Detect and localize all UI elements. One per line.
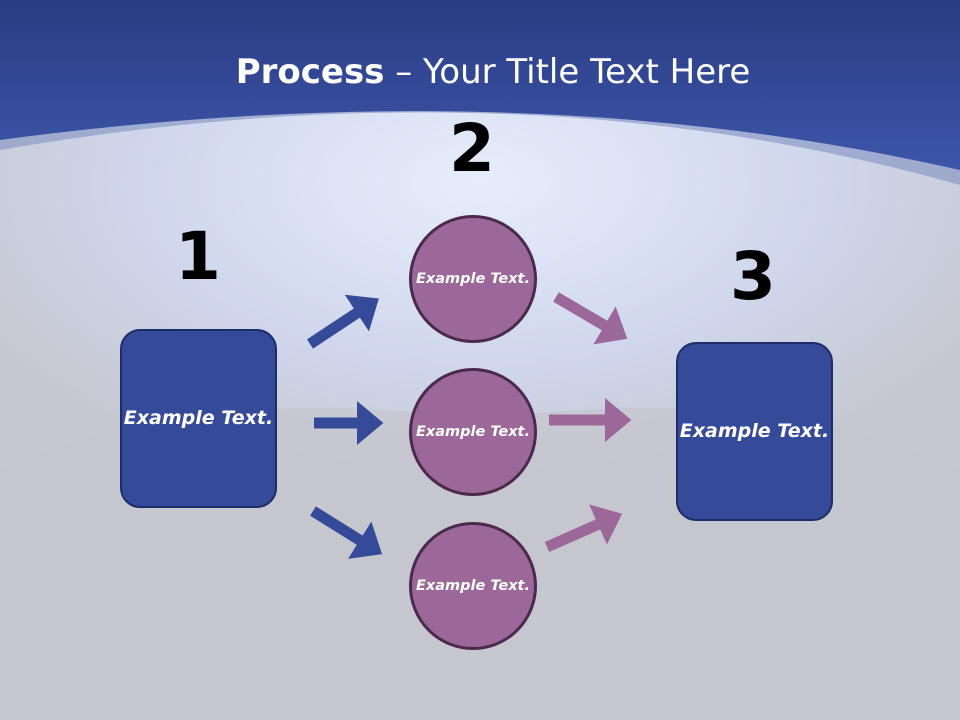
arrow-right-down-icon bbox=[310, 506, 383, 559]
step-1-box: Example Text. bbox=[120, 329, 277, 508]
header-band bbox=[0, 0, 960, 170]
step-2-circle-bottom: Example Text. bbox=[409, 522, 537, 650]
arrow-right-up-icon bbox=[544, 504, 623, 553]
arrow-right-down-icon bbox=[553, 292, 628, 345]
step-2-circle-top: Example Text. bbox=[409, 215, 537, 343]
step-number-3: 3 bbox=[730, 238, 776, 315]
slide-title: Process – Your Title Text Here bbox=[235, 52, 751, 92]
step-3-box: Example Text. bbox=[676, 342, 833, 521]
step-number-2: 2 bbox=[449, 110, 495, 187]
arrow-right-up-icon bbox=[306, 294, 379, 349]
step-number-1: 1 bbox=[175, 218, 221, 295]
step-2-circle-middle: Example Text. bbox=[409, 368, 537, 496]
